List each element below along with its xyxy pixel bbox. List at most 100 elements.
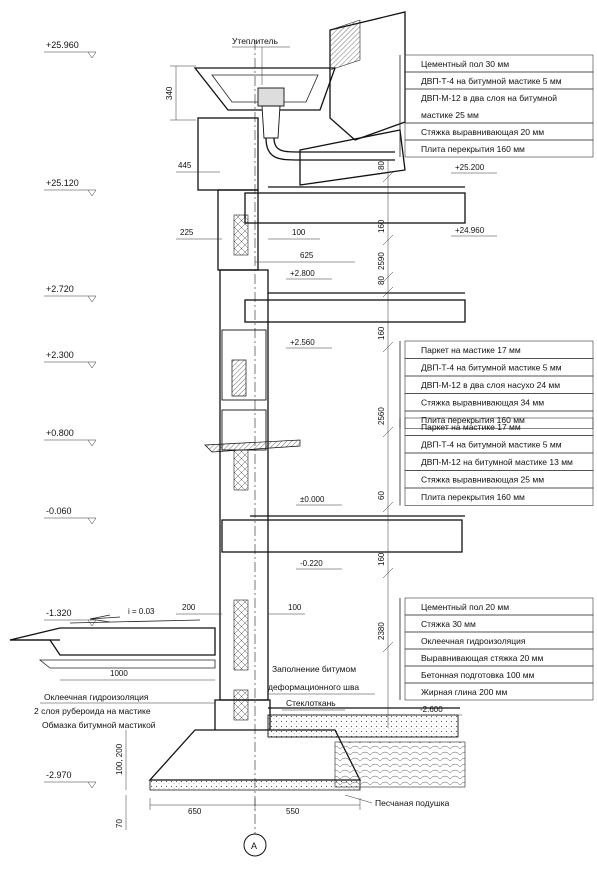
layersBasement-text-1-0: Стяжка 30 мм [421,619,476,629]
dim-1000: 1000 [110,669,128,678]
inner-level-1: +24.960 [455,226,485,235]
layers-floor2: Паркет на мастике 17 мм ДВП-Т-4 на битумн… [399,417,594,506]
left-level-7: -2.970 [46,770,72,780]
vertical-dim-tick-7 [382,567,394,579]
layersFloor2-text-4-0: Плита перекрытия 160 мм [421,492,525,502]
roof-parapet [193,11,406,186]
layersBasement-text-3-0: Выравнивающая стяжка 20 мм [421,653,543,663]
inner-level-4: ±0.000 [300,495,325,504]
inner-level-marks: +25.200 +24.960 +2.800 +2.560 ±0.000 -0.220 -2… [286,163,497,716]
layersRoof-text-0-0: Цементный пол 30 мм [421,59,509,69]
layersBasement-text-2-0: Оклеечная гидроизоляция [421,636,526,646]
vertical-dim-4: 160 [377,326,386,340]
annotations: Утеплитель Заполнение битумом деформацио… [34,36,450,808]
axis-label: A [251,841,257,851]
left-level-tick-6 [87,619,97,627]
vertical-dim-tick-5 [382,426,394,438]
layersBasement-row-5 [404,682,594,701]
layersRoof-text-1-0: ДВП-Т-4 на битумной мастике 5 мм [421,76,562,86]
left-level-tick-4 [87,439,97,447]
layersRoof-text-2-1: мастике 25 мм [421,110,479,120]
left-level-tick-1 [87,189,97,197]
layersFloor1-text-0-0: Паркет на мастике 17 мм [421,345,521,355]
vertical-dim-5: 2560 [377,407,386,425]
dim-225: 225 [180,228,194,237]
floor-slabs [221,186,466,738]
vertical-dim-3: 80 [377,276,386,285]
vertical-dim-tick-4 [382,341,394,353]
vertical-dim-tick-8 [382,641,394,653]
left-level-6: -1.320 [46,608,72,618]
vertical-dim-tick-2 [382,271,394,283]
left-level-tick-5 [87,517,97,525]
vertical-dim-tick-1 [382,234,394,246]
layersFloor2-text-1-0: ДВП-Т-4 на битумной мастике 5 мм [421,440,562,450]
left-level-tick-2 [87,295,97,303]
horizontal-dimensions: 100 625 100 1000 650 550 [60,228,361,816]
layersFloor2-row-4 [404,487,594,506]
layersRoof-row-4 [404,139,594,158]
inner-level-3: +2.560 [290,338,315,347]
left-level-marks: +25.960+25.120+2.720+2.300+0.800-0.060-1… [44,40,97,789]
left-level-3: +2.300 [46,350,74,360]
left-level-tick-7 [87,781,97,789]
left-level-tick-3 [87,361,97,369]
fiberglass-label: Стеклоткань [286,698,336,708]
layers-floor1: Паркет на мастике 17 мм ДВП-Т-4 на битумн… [399,340,594,429]
inner-level-5: -0.220 [300,559,323,568]
dim-200: 200 [182,603,196,612]
layers-roof: Цементный пол 30 мм ДВП-Т-4 на битумной м… [399,54,594,158]
dim-340: 340 [165,86,174,100]
layersRoof-text-3-0: Стяжка выравнивающая 20 мм [421,127,544,137]
layersRoof-text-4-0: Плита перекрытия 160 мм [421,144,525,154]
filling-label-1: Заполнение битумом [272,664,356,674]
vertical-dim-6: 60 [377,491,386,500]
waterproof-label-3: Обмазка битумной мастикой [42,720,156,730]
sand-label: Песчаная подушка [375,798,450,808]
layersFloor2-text-0-0: Паркет на мастике 17 мм [421,422,521,432]
left-level-tick-0 [87,51,97,59]
dim-100-mid: 100 [288,603,302,612]
inner-level-6: -2.600 [420,705,443,714]
vertical-dim-2: 2590 [377,252,386,270]
insulation-label: Утеплитель [232,36,278,46]
layersFloor2-text-3-0: Стяжка выравнивающая 25 мм [421,475,544,485]
layers-basement: Цементный пол 20 мм Стяжка 30 мм Оклеечная… [399,597,594,701]
layersRoof-text-2-0: ДВП-М-12 в два слоя на битумной [421,93,557,103]
layersFloor1-text-3-0: Стяжка выравнивающая 34 мм [421,398,544,408]
dim-100-200: 100, 200 [115,743,124,775]
layersFloor1-text-4-0: Плита перекрытия 160 мм [421,415,525,425]
left-dimensions: 340 445 225 200 100, 200 70 [115,65,222,830]
layersBasement-text-4-0: Бетонная подготовка 100 мм [421,670,535,680]
wall-section [197,40,301,838]
left-level-5: -0.060 [46,506,72,516]
waterproof-label-1: Оклеечная гидроизоляция [44,692,149,702]
layersFloor1-text-1-0: ДВП-Т-4 на битумной мастике 5 мм [421,363,562,373]
dim-70: 70 [115,819,124,828]
dim-650: 650 [188,807,202,816]
slope-label: i = 0.03 [128,607,155,616]
vertical-dim-1: 160 [377,219,386,233]
vertical-dim-7: 160 [377,552,386,566]
layersFloor1-text-2-0: ДВП-М-12 в два слоя насухо 24 мм [421,380,560,390]
vertical-dim-tick-0 [382,171,394,183]
dim-100-top: 100 [292,228,306,237]
left-level-0: +25.960 [46,40,79,50]
filling-label-2: деформационного шва [268,682,359,692]
left-level-2: +2.720 [46,284,74,294]
inner-level-0: +25.200 [455,163,485,172]
left-level-1: +25.120 [46,178,79,188]
dim-625: 625 [300,251,314,260]
ground-pavement [9,614,216,669]
layersBasement-text-5-0: Жирная глина 200 мм [421,687,508,697]
inner-level-2: +2.800 [290,269,315,278]
vertical-dim-8: 2380 [377,622,386,640]
dim-445: 445 [178,161,192,170]
foundation [148,699,466,791]
layersBasement-text-0-0: Цементный пол 20 мм [421,602,509,612]
vertical-dim-tick-3 [382,286,394,298]
dim-550: 550 [286,807,300,816]
layersFloor2-text-2-0: ДВП-М-12 на битумной мастике 13 мм [421,457,573,467]
